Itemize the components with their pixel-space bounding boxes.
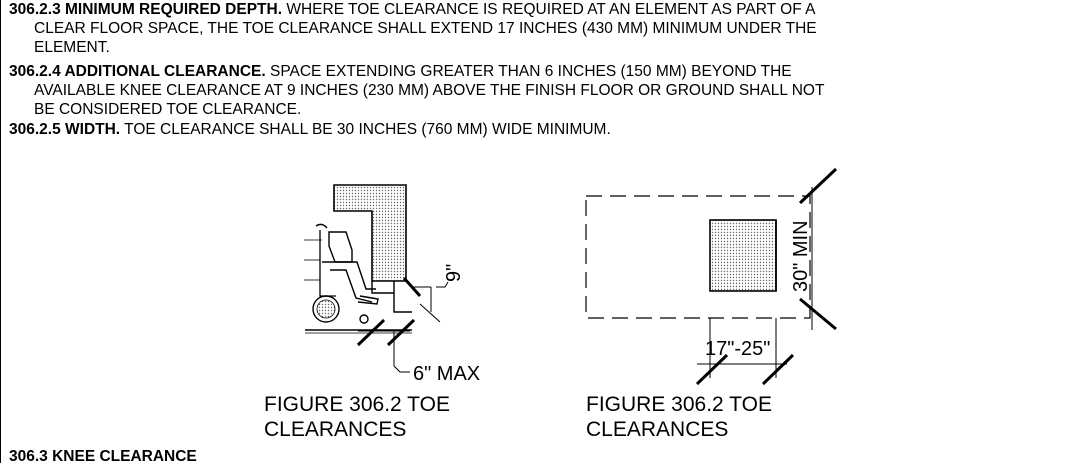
dim-height-label: 9" <box>443 264 465 282</box>
section-text-continued: AVAILABLE KNEE CLEARANCE AT 9 INCHES (23… <box>34 82 825 99</box>
element-hatched <box>333 184 407 282</box>
figure1-dimensions <box>356 277 449 373</box>
section-text-continued: CLEAR FLOOR SPACE, THE TOE CLEARANCE SHA… <box>34 20 817 37</box>
section-text: SPACE EXTENDING GREATER THAN 6 INCHES (1… <box>265 63 792 80</box>
section-text: WHERE TOE CLEARANCE IS REQUIRED AT AN EL… <box>282 1 816 18</box>
caption-line: FIGURE 306.2 TOE <box>264 393 450 416</box>
clear-floor-space-dashed <box>585 195 811 319</box>
dim-depth-range-label: 17"-25" <box>705 338 770 360</box>
figure-plan-view <box>585 167 838 386</box>
section-heading: 306.2.5 WIDTH. <box>9 121 121 138</box>
wheelchair-wheel <box>312 295 340 323</box>
figure2-caption: FIGURE 306.2 TOE CLEARANCES <box>586 392 772 442</box>
section-heading: 306.2.4 ADDITIONAL CLEARANCE. <box>9 63 266 80</box>
figure-side-elevation <box>304 184 412 334</box>
caption-line: CLEARANCES <box>586 418 729 441</box>
person-figure <box>328 231 353 263</box>
section-306-2-3: 306.2.3 MINIMUM REQUIRED DEPTH. WHERE TO… <box>9 0 1069 57</box>
caption-line: CLEARANCES <box>264 418 407 441</box>
section-text-continued: ELEMENT. <box>34 39 110 56</box>
caption-line: FIGURE 306.2 TOE <box>586 393 772 416</box>
section-text: TOE CLEARANCE SHALL BE 30 INCHES (760 MM… <box>120 121 611 138</box>
dim-depth-label: 6" MAX <box>413 363 480 385</box>
section-306-2-5: 306.2.5 WIDTH. TOE CLEARANCE SHALL BE 30… <box>9 120 1069 139</box>
section-306-2-4: 306.2.4 ADDITIONAL CLEARANCE. SPACE EXTE… <box>9 62 1069 119</box>
section-heading: 306.2.3 MINIMUM REQUIRED DEPTH. <box>9 1 283 18</box>
toe-clearance-hatched <box>709 219 777 292</box>
wheelchair-frame <box>319 230 336 297</box>
section-heading-knee-clearance: 306.3 KNEE CLEARANCE <box>9 448 197 465</box>
dim-width-label: 30" MIN <box>790 220 812 292</box>
section-text-continued: BE CONSIDERED TOE CLEARANCE. <box>34 101 302 118</box>
figure1-caption: FIGURE 306.2 TOE CLEARANCES <box>264 392 450 442</box>
